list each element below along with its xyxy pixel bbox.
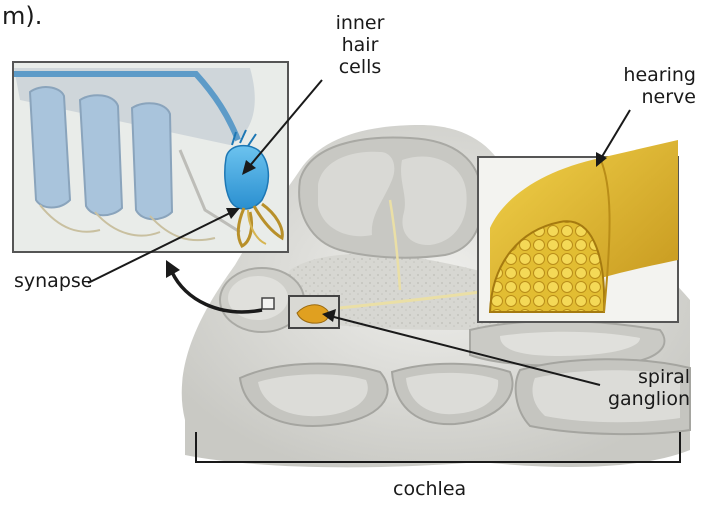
hearing-nerve-inset <box>478 140 678 322</box>
label-hearing-nerve-line1: hearing <box>600 64 696 86</box>
label-spiral-ganglion: spiral ganglion <box>600 366 690 410</box>
label-inner-hair-cells-line1: inner <box>325 12 395 34</box>
label-hearing-nerve-line2: nerve <box>600 86 696 108</box>
label-inner-hair-cells-line2: hair <box>325 34 395 56</box>
hair-cell-inset <box>13 62 288 252</box>
label-spiral-ganglion-line1: spiral <box>600 366 690 388</box>
label-inner-hair-cells: inner hair cells <box>325 12 395 78</box>
inset-source-marker <box>262 298 274 309</box>
label-hearing-nerve: hearing nerve <box>600 64 696 108</box>
label-synapse: synapse <box>14 270 92 292</box>
label-cochlea: cochlea <box>393 478 466 500</box>
label-inner-hair-cells-line3: cells <box>325 56 395 78</box>
top-text-fragment: m). <box>2 2 42 30</box>
label-spiral-ganglion-line2: ganglion <box>600 388 690 410</box>
